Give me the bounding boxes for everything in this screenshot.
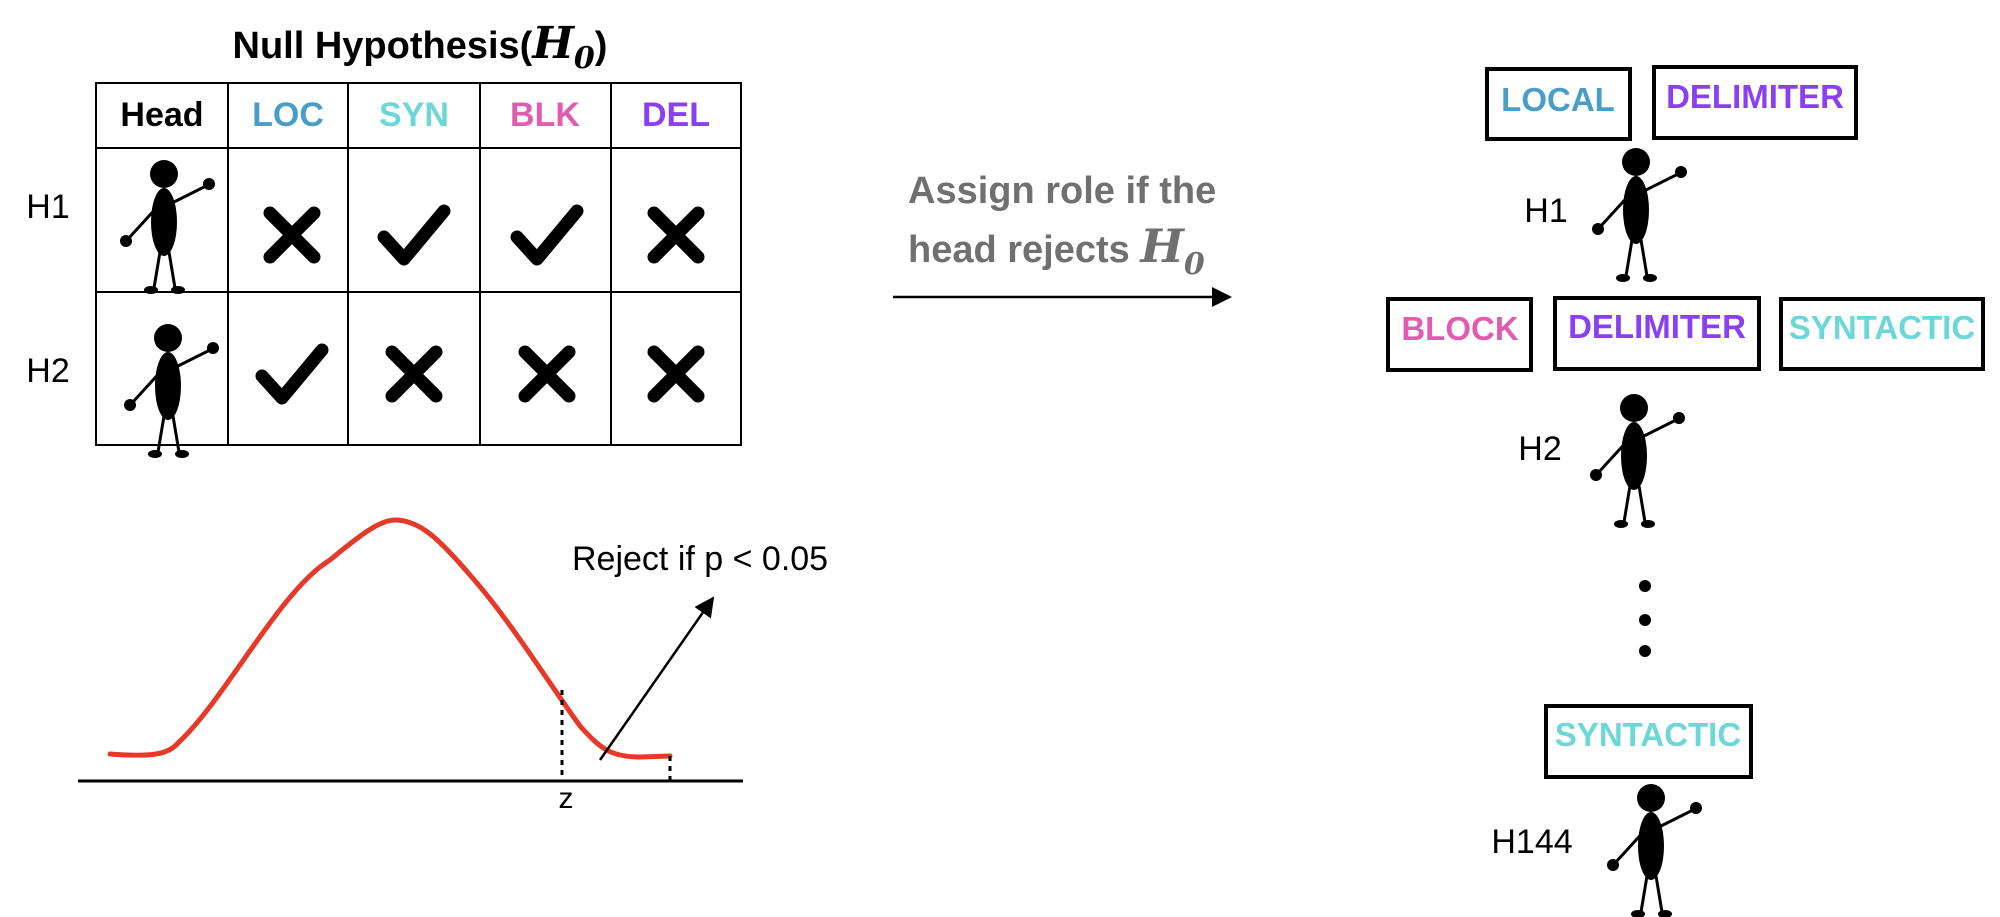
- assign-role-line2-math: H: [1138, 219, 1185, 273]
- head-figure-icon: [1588, 392, 1687, 530]
- null-distribution: z Reject if p < 0.05: [78, 517, 828, 815]
- table-title: Null Hypothesis(H0): [233, 18, 608, 76]
- head-figure-icon: [1590, 146, 1689, 284]
- role-box-syntactic: [1544, 704, 1753, 779]
- assign-role-line2: head rejects H0: [908, 219, 1205, 282]
- role-box-local: [1485, 67, 1632, 141]
- table-header-head: Head: [120, 96, 203, 134]
- table-title-sub: 0: [574, 41, 595, 76]
- reject-arrow: [598, 596, 715, 761]
- check-icon: [262, 350, 322, 398]
- vertical-ellipsis-icon: [1639, 580, 1651, 657]
- role-label-local: LOCAL: [1501, 81, 1615, 118]
- head-figure-icon: [122, 322, 221, 460]
- assign-role-line2-prefix: head rejects: [908, 229, 1140, 271]
- table-title-math: H: [530, 18, 575, 69]
- reject-label: Reject if p < 0.05: [572, 540, 828, 578]
- head-label-h1: H1: [1524, 192, 1567, 230]
- distribution-curve: [107, 517, 673, 760]
- table-header-del: DEL: [642, 96, 710, 134]
- row-label-h2: H2: [26, 352, 69, 390]
- head-label-h2: H2: [1518, 430, 1561, 468]
- hypothesis-table: [95, 82, 742, 446]
- cross-icon: [392, 352, 436, 396]
- role-box-block: [1386, 297, 1533, 372]
- role-label-syntactic: SYNTACTIC: [1789, 309, 1975, 346]
- role-box-syntactic: [1779, 297, 1985, 371]
- role-label-syntactic: SYNTACTIC: [1555, 716, 1741, 753]
- row-label-h1: H1: [26, 188, 69, 226]
- role-label-block: BLOCK: [1401, 310, 1518, 347]
- role-box-delimiter: [1652, 65, 1858, 140]
- table-title-prefix: Null Hypothesis(: [233, 25, 533, 67]
- assign-role-line2-sub: 0: [1184, 247, 1205, 282]
- role-box-delimiter: [1553, 296, 1761, 371]
- z-label: z: [559, 782, 574, 815]
- table-header-loc: LOC: [252, 96, 324, 134]
- head-figure-icon: [118, 158, 217, 296]
- cross-icon: [270, 213, 314, 257]
- cross-icon: [654, 213, 698, 257]
- table-header-syn: SYN: [379, 96, 449, 134]
- check-icon: [517, 211, 577, 259]
- assign-role-line1: Assign role if the: [908, 170, 1216, 212]
- cross-icon: [654, 352, 698, 396]
- cross-icon: [525, 352, 569, 396]
- head-figure-icon: [1605, 782, 1704, 917]
- role-label-delimiter: DELIMITER: [1568, 308, 1746, 345]
- head-label-h144: H144: [1491, 823, 1572, 861]
- role-label-delimiter: DELIMITER: [1666, 78, 1844, 115]
- check-icon: [384, 211, 444, 259]
- table-title-suffix: ): [595, 25, 608, 67]
- table-header-blk: BLK: [510, 96, 580, 134]
- assign-role-step: Assign role if the head rejects H0: [893, 170, 1232, 307]
